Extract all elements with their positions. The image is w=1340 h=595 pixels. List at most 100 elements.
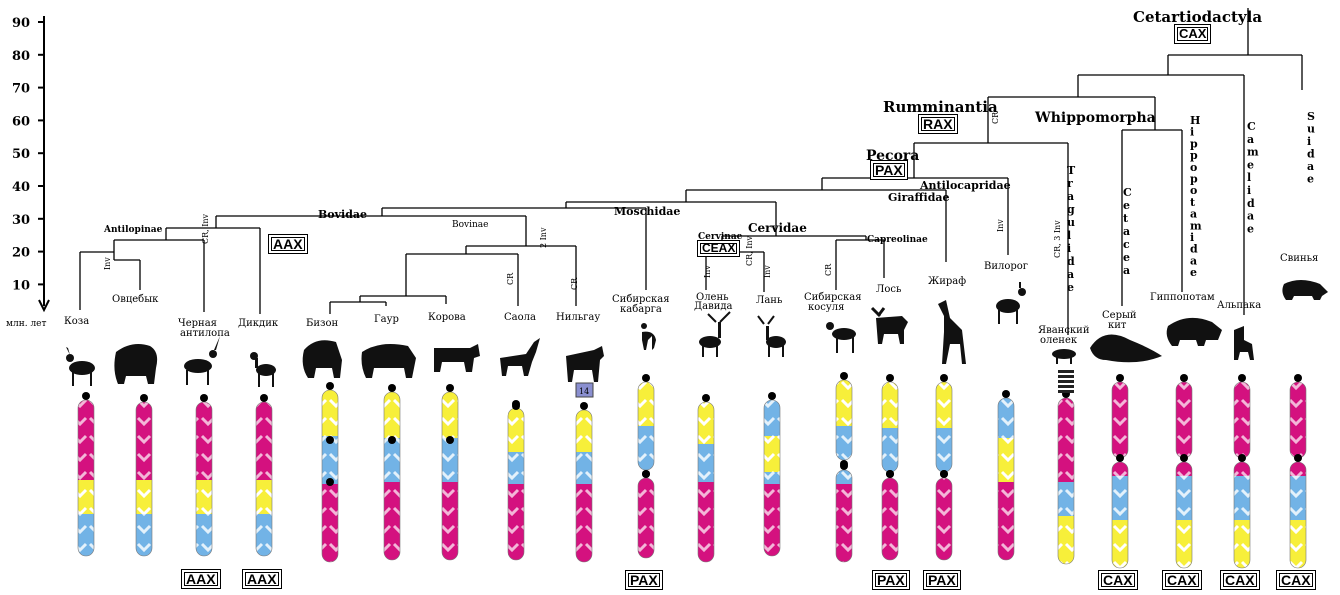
species-vilorog: Вилорог <box>984 261 1028 272</box>
chromosome-segment <box>136 514 152 556</box>
species-nilgau: Нильгау <box>556 312 600 323</box>
event-inv-antilopinae: Inv <box>103 257 112 270</box>
chromosome-segment <box>998 482 1014 560</box>
chromosome-segment <box>1058 482 1074 516</box>
whale-silhouette <box>1090 335 1162 363</box>
label-giraffidae: Giraffidae <box>888 191 950 204</box>
centromere <box>326 382 334 390</box>
chromosome-segment <box>698 444 714 482</box>
chromosome-segment <box>78 480 94 514</box>
species-kabarga-2: кабарга <box>620 304 662 315</box>
chromosome-segment <box>764 436 780 472</box>
muskox-silhouette <box>114 344 157 384</box>
species-kosulya-2: косуля <box>808 302 844 313</box>
cow-silhouette <box>434 344 480 372</box>
chromosome-16 <box>882 470 898 560</box>
centromere <box>200 394 208 402</box>
chromosome-segment <box>764 400 780 436</box>
chromosome-segment <box>256 514 272 556</box>
event-cr-nilgau: CR <box>570 277 579 290</box>
chromosome-0 <box>78 392 94 556</box>
chromosome-23 <box>1176 374 1192 458</box>
centromere <box>446 436 454 444</box>
roe-deer-silhouette <box>826 322 856 353</box>
species-los: Лось <box>876 284 902 295</box>
musk-deer-silhouette <box>641 323 656 350</box>
species-svinya: Свинья <box>1280 253 1318 264</box>
species-david-2: Давида <box>694 301 733 312</box>
pig-silhouette <box>1282 280 1328 300</box>
chromosome-segment <box>196 402 212 480</box>
chromosome-segment <box>322 390 338 436</box>
centromere <box>388 436 396 444</box>
axis-tick-30: 30 <box>12 213 30 228</box>
chromosome-9 <box>638 374 654 478</box>
chromosome-segment <box>1112 476 1128 520</box>
chromosome-segment <box>882 478 898 560</box>
chromosome-22 <box>1112 454 1128 568</box>
species-bizon: Бизон <box>306 318 338 329</box>
chromosome-13 <box>836 372 852 468</box>
chromosome-24 <box>1176 454 1192 568</box>
chromosome-segment <box>384 482 400 560</box>
chromosome-segment <box>936 478 952 560</box>
chromosome-segment <box>638 426 654 470</box>
chromosome-segment <box>322 484 338 562</box>
species-kit-2: кит <box>1108 320 1127 331</box>
axis-tick-50: 50 <box>12 147 30 162</box>
event-cr3inv-tragulidae: CR, 3 Inv <box>1053 220 1062 258</box>
chromosome-segment <box>1234 520 1250 568</box>
chromosome-20 <box>1058 390 1074 564</box>
chromosome-21 <box>1112 374 1128 458</box>
box-ceax: CEAX <box>697 240 740 257</box>
blackbuck-silhouette <box>184 336 220 385</box>
centromere <box>768 392 776 400</box>
chromosome-25 <box>1234 374 1250 458</box>
alpaca-silhouette <box>1234 326 1254 360</box>
pere-david-deer-silhouette <box>699 312 730 357</box>
chromosomes <box>78 370 1306 568</box>
pronghorn-silhouette <box>996 282 1026 324</box>
marker-14-label: 14 <box>579 387 589 396</box>
chromosome-segment <box>576 452 592 484</box>
chromosome-segment <box>1290 476 1306 520</box>
chromosome-segment <box>936 382 952 428</box>
chromosome-segment <box>836 484 852 562</box>
label-capreolinae: Capreolinae <box>867 235 928 245</box>
clade-labels: Cetartiodactyla Rumminantia Whippomorpha… <box>103 8 1262 245</box>
centromere <box>1116 374 1124 382</box>
event-inv-lan: Inv <box>763 265 772 278</box>
bottom-label-pax-3: PAX <box>923 570 961 590</box>
centromere <box>642 470 650 478</box>
fallow-deer-silhouette <box>758 316 786 357</box>
chromosome-segment <box>638 478 654 558</box>
chromosome-segment <box>1112 520 1128 568</box>
chromosome-segment <box>196 480 212 514</box>
chromosome-segment <box>836 380 852 426</box>
chromosome-segment <box>196 514 212 556</box>
centromere <box>580 402 588 410</box>
chromosome-14 <box>836 462 852 562</box>
centromere <box>1294 454 1302 462</box>
chromosome-segment <box>1234 382 1250 458</box>
chromosome-segment <box>698 482 714 562</box>
vertical-family-labels: Tragulidae Cetacea Hippopotamidae Cameli… <box>1067 110 1315 294</box>
centromere <box>702 394 710 402</box>
event-2inv-bovinae: 2 Inv <box>539 227 548 248</box>
bottom-label-cax-1: CAX <box>1098 570 1138 590</box>
centromere <box>326 478 334 486</box>
axis-unit-label: млн. лет <box>6 319 46 329</box>
axis-tick-70: 70 <box>12 82 30 97</box>
centromere <box>1294 374 1302 382</box>
centromere <box>326 436 334 444</box>
chromosome-segment <box>998 398 1014 438</box>
mouse-deer-striped-tip <box>1058 370 1074 393</box>
chromosome-segment <box>1058 398 1074 482</box>
chromosome-segment <box>1290 520 1306 568</box>
chromosome-segment <box>136 480 152 514</box>
species-olenek-2: оленек <box>1040 335 1078 346</box>
chromosome-27 <box>1290 374 1306 458</box>
chromosome-3 <box>256 394 272 556</box>
